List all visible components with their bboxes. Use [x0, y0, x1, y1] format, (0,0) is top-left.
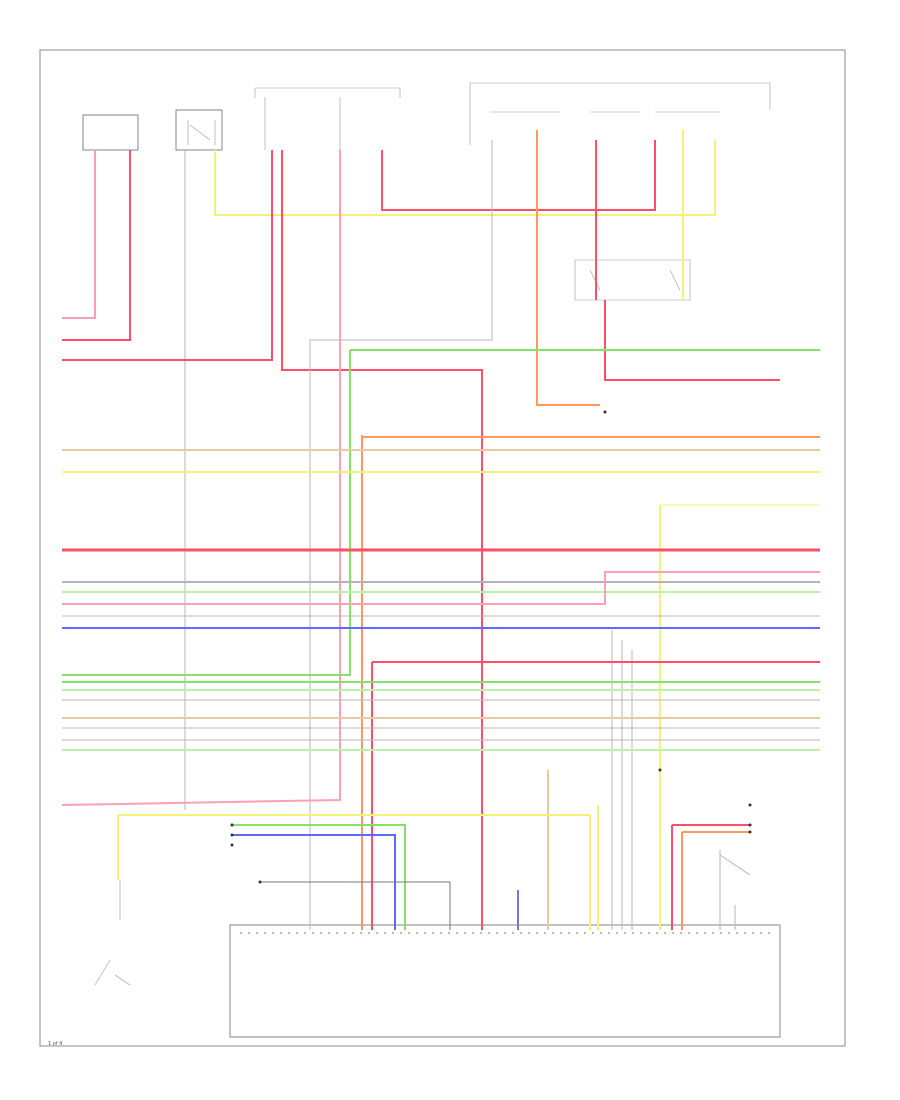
wire-v-red-1: [62, 150, 96, 319]
wire-v-orange-3: [681, 831, 750, 930]
splice-dot: [230, 843, 234, 847]
wire-v-yellow-2: [659, 130, 684, 930]
splice-dot: [748, 830, 752, 834]
wire-v-red-8: [671, 824, 750, 930]
vertical-wires: [61, 130, 780, 930]
wire-v-green-1: [62, 350, 351, 676]
wire-v-yellow-1: [214, 140, 716, 216]
page-index: 1 of 4: [48, 1041, 63, 1047]
wire-v-yellow-4: [117, 814, 591, 930]
wire-v-red-3: [62, 150, 273, 361]
wire-v-green-2: [232, 824, 406, 930]
wire-v-red-6: [595, 140, 780, 381]
relay-symbol: [574, 259, 691, 301]
splice-dot: [748, 803, 752, 807]
wire-v-red-2: [62, 150, 131, 341]
wire-v-blue-1: [232, 834, 396, 930]
wire-v-red-5: [381, 140, 656, 211]
component-box-2: [175, 109, 223, 151]
splice-dot: [258, 880, 262, 884]
wire-v-red-4: [281, 150, 483, 930]
component-box-1: [82, 114, 139, 151]
wire-v-gray-3: [611, 630, 633, 930]
horizontal-wires: [62, 349, 820, 930]
fuse-block-2: [469, 82, 771, 145]
splice-dot: [603, 410, 607, 414]
ground-switch: [94, 880, 131, 986]
top-components: [82, 82, 781, 1038]
splice-dot: [658, 768, 662, 772]
splice-dot: [230, 823, 234, 827]
splice-dot: [748, 823, 752, 827]
wire-v-pink-1: [61, 150, 341, 806]
splice-points: [230, 410, 752, 884]
wire-v-gray-2: [309, 140, 493, 930]
fuse-block-1: [254, 87, 401, 150]
module-connector: [229, 924, 781, 1038]
splice-dot: [230, 833, 234, 837]
wire-v-orange-1: [536, 130, 600, 406]
wire-h-gray-5: [719, 850, 751, 930]
wire-h-darkgray-1: [260, 881, 451, 930]
switch-symbol-1: [187, 120, 216, 145]
diagram-frame: [39, 49, 846, 1047]
wire-h-gray-4: [62, 727, 820, 741]
wire-h-pink-1: [62, 571, 820, 605]
